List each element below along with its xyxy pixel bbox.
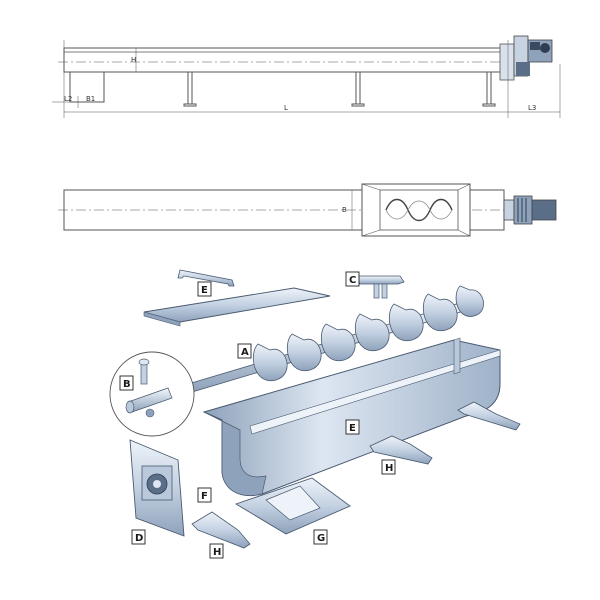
- dim-l2: L2: [64, 95, 72, 103]
- side-gear-motor: [513, 35, 553, 77]
- trough: [202, 337, 501, 496]
- part-labels: E C A B E H F D H G: [119, 271, 396, 559]
- cover-plate-edge: [143, 311, 181, 327]
- dim-h: H: [131, 56, 136, 64]
- top-outlet-corners: [361, 183, 471, 237]
- label-clamp-c: C: [349, 275, 356, 286]
- saddle-support: [234, 477, 351, 535]
- support-foot-small: [191, 511, 251, 549]
- support-foot-right: [457, 401, 521, 431]
- label-saddle: G: [317, 533, 325, 544]
- screw-auger: [187, 285, 484, 393]
- label-foot-left: H: [213, 547, 221, 558]
- dim-b1: B1: [86, 95, 95, 103]
- top-view: B: [58, 183, 557, 237]
- side-dimensions: [52, 40, 561, 118]
- side-drive-flange: [499, 43, 515, 81]
- cover-plate: [143, 287, 331, 323]
- side-view: H L2 B1 L L3: [52, 35, 561, 118]
- top-visible-spiral-back: [385, 200, 453, 220]
- label-bolt: B: [123, 379, 131, 390]
- label-trough: E: [349, 423, 356, 434]
- dim-b: B: [342, 206, 347, 214]
- bolt-detail: [109, 351, 195, 437]
- exploded-view: E C A B E H F D H G: [109, 269, 521, 559]
- top-visible-spiral: [385, 198, 453, 222]
- clamp-c: [355, 275, 405, 299]
- clamp-e: [177, 269, 235, 287]
- top-outlet-opening: [379, 189, 459, 231]
- label-cover: E: [201, 285, 208, 296]
- side-supports: [183, 72, 496, 107]
- dim-l3: L3: [528, 104, 536, 112]
- top-drive: [503, 195, 557, 225]
- support-foot-middle: [369, 435, 433, 465]
- label-flange: F: [201, 491, 208, 502]
- dim-l: L: [284, 104, 288, 112]
- end-bearing-plate: [129, 439, 185, 537]
- label-end-bearing: D: [135, 533, 143, 544]
- label-screw: A: [241, 347, 249, 358]
- label-foot-right: H: [385, 463, 393, 474]
